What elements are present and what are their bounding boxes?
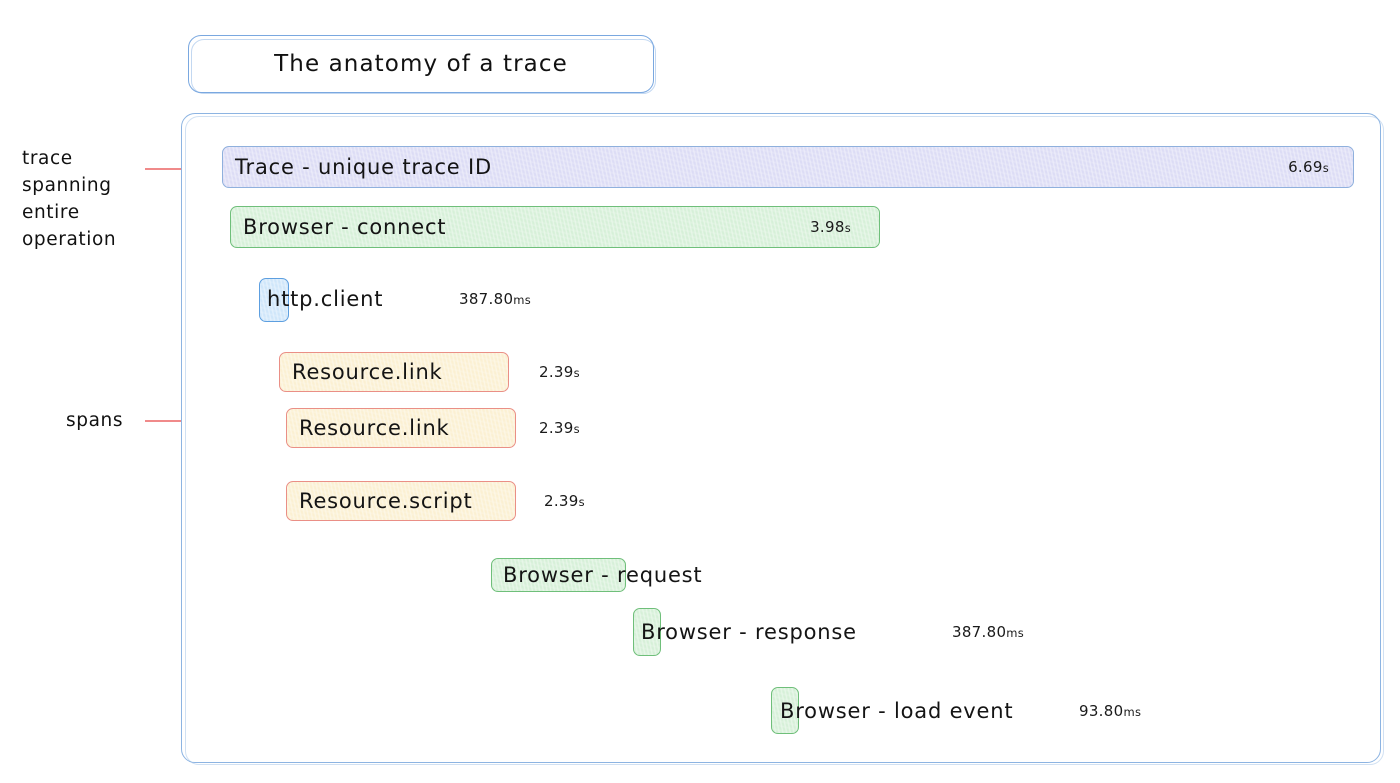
span-bar-browser-request[interactable] <box>491 558 626 592</box>
span-label-trace-root: Trace - unique trace ID <box>235 155 492 179</box>
span-bar-browser-response[interactable] <box>633 608 661 656</box>
page-title: The anatomy of a trace <box>274 51 568 77</box>
span-duration-http-client: 387.80ms <box>459 290 532 308</box>
span-bar-http-client[interactable] <box>259 278 289 322</box>
span-duration-trace-root: 6.69s <box>1288 158 1329 176</box>
span-label-resource-link-2: Resource.link <box>299 416 450 440</box>
span-label-browser-connect: Browser - connect <box>243 215 447 239</box>
span-duration-resource-link-2: 2.39s <box>539 419 580 437</box>
span-duration-browser-connect: 3.98s <box>810 218 851 236</box>
span-label-browser-request: Browser - request <box>503 563 703 587</box>
span-duration-resource-script: 2.39s <box>544 492 585 510</box>
span-bar-browser-load-event[interactable] <box>771 687 799 734</box>
span-bar-resource-link-1[interactable]: Resource.link <box>279 352 509 392</box>
spans-annotation-label: spans <box>66 410 124 431</box>
span-bar-trace-root[interactable]: Trace - unique trace ID 6.69s <box>222 146 1354 188</box>
span-label-resource-script: Resource.script <box>299 489 473 513</box>
span-label-resource-link-1: Resource.link <box>292 360 443 384</box>
span-bar-resource-script[interactable]: Resource.script <box>286 481 516 521</box>
span-label-http-client: http.client <box>267 287 384 311</box>
span-bar-browser-connect[interactable]: Browser - connect 3.98s <box>230 206 880 248</box>
spans-leader-horizontal <box>145 420 205 422</box>
span-duration-browser-load-event: 93.80ms <box>1079 702 1142 720</box>
trace-annotation-label: trace spanning entire operation <box>22 148 117 250</box>
span-duration-resource-link-1: 2.39s <box>539 363 580 381</box>
title-card: The anatomy of a trace <box>188 35 656 94</box>
span-duration-browser-response: 387.80ms <box>952 623 1025 641</box>
span-label-browser-response: Browser - response <box>641 620 857 644</box>
trace-leader-horizontal <box>145 168 205 170</box>
span-bar-resource-link-2[interactable]: Resource.link <box>286 408 516 448</box>
trace-container: Trace - unique trace ID 6.69s Browser - … <box>181 113 1384 765</box>
span-label-browser-load-event: Browser - load event <box>780 699 1014 723</box>
